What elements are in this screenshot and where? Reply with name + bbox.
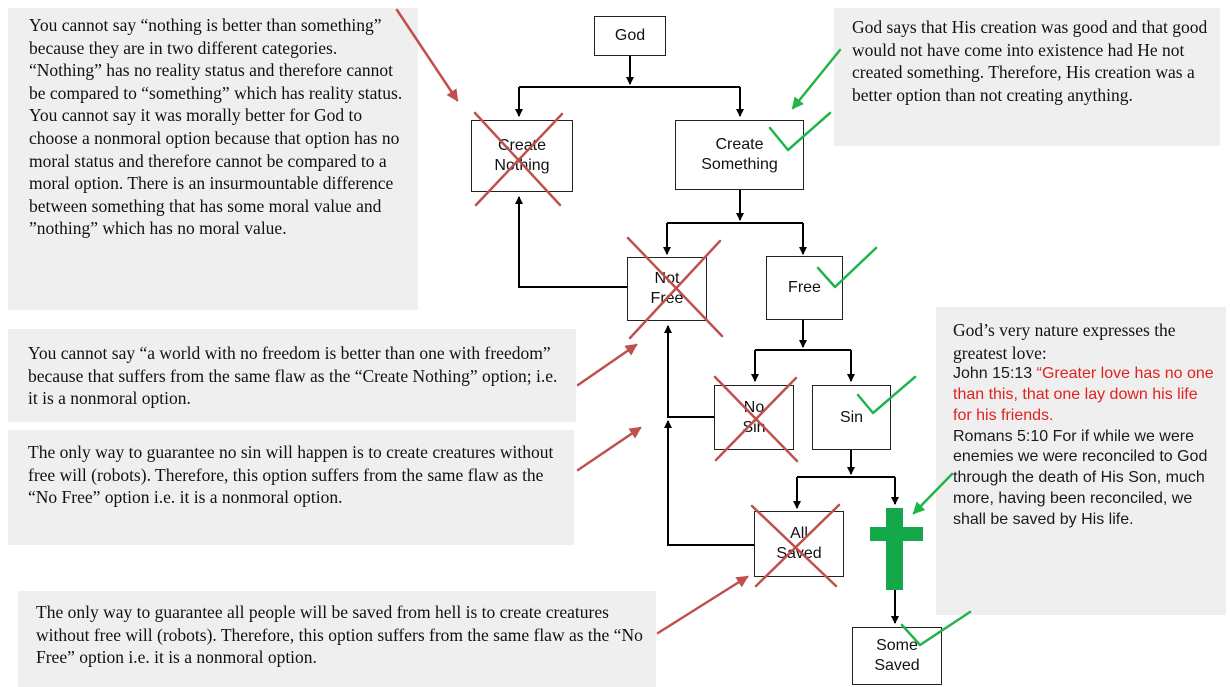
node-no-sin: No Sin [714, 385, 794, 450]
note-nothing-vs-something: You cannot say “nothing is better than s… [8, 8, 418, 310]
check-icon [816, 246, 878, 289]
node-god: God [594, 16, 666, 56]
love-ref-john: John 15:13 [953, 365, 1033, 383]
love-intro: God’s very nature expresses the greatest… [953, 320, 1176, 363]
love-quote-john: “Greater love has no one than this, that… [953, 365, 1214, 424]
x-mark-icon [473, 111, 564, 207]
pointer-arrow-icon [576, 343, 638, 387]
pointer-arrow-icon [656, 575, 749, 635]
x-mark-icon [626, 236, 724, 340]
x-mark-icon [750, 503, 841, 588]
node-free: Free [766, 256, 843, 320]
pointer-arrow-icon [576, 426, 642, 472]
check-icon [768, 111, 832, 152]
note-creation-good: God says that His creation was good and … [834, 8, 1220, 146]
node-sin: Sin [812, 385, 891, 450]
check-icon [856, 375, 917, 415]
love-verse-romans: Romans 5:10 For if while we were enemies… [953, 427, 1208, 528]
note-greatest-love: God’s very nature expresses the greatest… [936, 307, 1226, 615]
note-all-saved: The only way to guarantee all people wil… [18, 591, 656, 687]
pointer-arrow-icon [395, 8, 459, 102]
node-some-saved: Some Saved [852, 627, 942, 685]
node-create-something: Create Something [675, 120, 804, 190]
cross-icon [870, 508, 923, 590]
pointer-arrow-icon [912, 472, 954, 515]
check-icon [900, 610, 972, 647]
node-not-free: Not Free [627, 257, 707, 321]
arrow-all-saved-to-not-free [664, 420, 754, 546]
note-no-sin: The only way to guarantee no sin will ha… [8, 430, 574, 545]
x-mark-icon [713, 375, 799, 463]
arrow-no-sin-to-not-free [664, 325, 714, 418]
note-no-freedom: You cannot say “a world with no freedom … [8, 329, 576, 422]
pointer-arrow-icon [791, 48, 842, 110]
arrow-not-free-to-create-nothing [515, 196, 627, 288]
